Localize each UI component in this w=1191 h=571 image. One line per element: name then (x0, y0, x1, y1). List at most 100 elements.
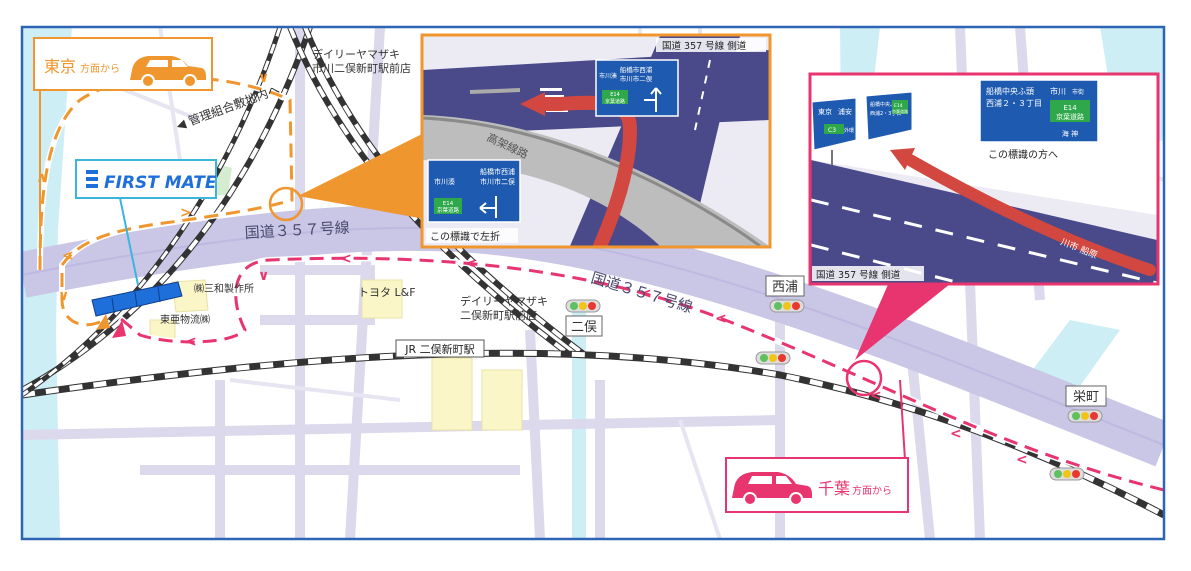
chiba-entry-arrow-icon (112, 320, 126, 338)
toa-label: 東亜物流㈱ (160, 313, 210, 326)
svg-text:市川湊: 市川湊 (599, 72, 617, 80)
inset-left-sign-big: 船橋市西浦 市川市二俣 市川湊 E14 京葉道路 (595, 59, 679, 117)
chiba-sign-point-marker (845, 359, 883, 397)
svg-text:<: < (950, 426, 962, 442)
traffic-light-nishiura-1 (769, 299, 805, 313)
svg-text:<: < (870, 388, 882, 404)
svg-text:西浦2・3丁目: 西浦2・3丁目 (870, 110, 901, 117)
daily-yamazaki-top-branch: 市川二俣新町駅前店 (312, 61, 411, 75)
svg-text:<: < (340, 251, 352, 267)
first-mate-building (91, 281, 183, 317)
svg-text:<: < (465, 256, 477, 272)
route-357-label-a: 国道３５７号線 (244, 219, 350, 242)
svg-text:∨: ∨ (258, 268, 269, 284)
traffic-light-sakaemachi-2 (1049, 467, 1085, 481)
svg-text:市川市二俣: 市川市二俣 (620, 74, 653, 83)
svg-text:京葉道路: 京葉道路 (892, 108, 908, 114)
tokyo-route (37, 73, 296, 328)
inset-right-sign-small-1: 東京 浦安 C3 外環 (811, 97, 857, 165)
inset-right-sign-main: 船橋中央ふ頭 市川 市街 西浦２・３丁目 E14 京葉道路 海 神 (979, 79, 1099, 143)
svg-text:東京: 東京 (818, 107, 832, 116)
svg-text:C3: C3 (828, 127, 836, 134)
sanwa-label: ㈱三和製作所 (194, 282, 254, 295)
svg-text:>: > (180, 205, 192, 221)
svg-text:浦安: 浦安 (838, 107, 852, 116)
svg-text:JR 二俣新町駅: JR 二俣新町駅 (404, 342, 474, 356)
tokyo-entry-arrow-icon (96, 314, 110, 330)
building-blocks (149, 279, 523, 431)
svg-text:E14: E14 (610, 92, 620, 98)
svg-text:<: < (715, 311, 727, 327)
svg-text:市川: 市川 (1050, 86, 1066, 96)
railway-jr (22, 349, 1164, 519)
chiba-car-icon (732, 472, 812, 506)
svg-text:E14: E14 (1063, 104, 1077, 112)
tokyo-origin-suffix: 方面から (80, 62, 120, 75)
first-mate-logo-icon (86, 170, 98, 188)
svg-text:船橋中央ふ頭: 船橋中央ふ頭 (986, 86, 1034, 96)
svg-text:船橋中央ふ頭: 船橋中央ふ頭 (870, 101, 900, 108)
svg-text:西浦: 西浦 (772, 280, 798, 295)
intersection-futamata: 二俣 (565, 315, 603, 337)
chiba-route-arrows: < < < < < < < ∨ < (185, 251, 1028, 468)
tokyo-origin-badge: 東京 方面から (33, 37, 213, 91)
tokyo-origin-place: 東京 (44, 57, 76, 76)
svg-text:京葉道路: 京葉道路 (1056, 112, 1084, 121)
svg-text:栄町: 栄町 (1073, 390, 1099, 405)
inset-right-sign-small-2: 船橋中央ふ頭 西浦2・3丁目 E14 京葉道路 (865, 91, 913, 141)
inset-left-sign-small: 船橋市西浦 市川市二俣 市川湊 E14 京葉道路 (427, 159, 521, 223)
svg-text:船橋市西浦: 船橋市西浦 (620, 65, 653, 74)
chiba-route (118, 255, 1164, 493)
inset-right-pointer (855, 280, 955, 360)
map-frame (20, 25, 1166, 541)
daily-yamazaki-top-name: デイリーヤマザキ (312, 47, 400, 61)
svg-text:E14: E14 (894, 103, 903, 109)
svg-text:E14: E14 (443, 201, 454, 207)
chiba-origin-place: 千葉 (818, 479, 850, 498)
chiba-badge-pointer (899, 379, 906, 461)
chiba-origin-suffix: 方面から (852, 484, 892, 497)
svg-text:<: < (62, 248, 74, 264)
traffic-light-nishiura-2 (755, 351, 791, 365)
first-mate-name: FIRST MATE (104, 173, 217, 193)
traffic-light-sakaemachi (1067, 409, 1103, 423)
tokyo-turn-point-marker (268, 186, 304, 222)
daily-yamazaki-mid-branch: 二俣新町駅前店 (460, 308, 537, 322)
inset-left: 船橋市西浦 市川市二俣 市川湊 E14 京葉道路 船橋市西浦 市川市二俣 市川湊… (420, 33, 772, 249)
brand-badge-pointer (119, 197, 139, 286)
svg-text:海 神: 海 神 (1062, 129, 1078, 138)
inset-left-caption: この標識で左折 (430, 230, 500, 243)
svg-text:∨: ∨ (258, 70, 269, 86)
svg-text:外環: 外環 (844, 127, 854, 134)
chiba-origin-badge: 千葉 方面から (725, 457, 909, 513)
svg-text:∨: ∨ (58, 288, 69, 304)
svg-text:<: < (185, 334, 197, 350)
jr-station-label: JR 二俣新町駅 (395, 339, 485, 358)
first-mate-badge: FIRST MATE (75, 159, 217, 199)
svg-text:市街: 市街 (1072, 88, 1084, 96)
minor-streets (22, 27, 1045, 539)
svg-text:<: < (640, 286, 652, 302)
inset-right: 川市 船原 東京 浦安 C3 外環 船橋中央ふ頭 西浦2・3丁目 E14 京葉道… (808, 72, 1160, 286)
inset-left-road-label: 国道 357 号線 側道 (662, 40, 747, 52)
svg-text:<: < (1016, 452, 1028, 468)
traffic-light-futamata (565, 299, 601, 313)
daily-yamazaki-mid-name: デイリーヤマザキ (460, 294, 548, 308)
svg-text:船橋市西浦: 船橋市西浦 (480, 167, 515, 176)
toyota-lf-label: トヨタ L&F (358, 286, 416, 299)
tokyo-car-icon (130, 56, 206, 88)
svg-text:市川市二俣: 市川市二俣 (480, 177, 515, 186)
inset-left-pointer (298, 130, 430, 220)
svg-text:∧: ∧ (36, 170, 47, 186)
svg-text:市川湊: 市川湊 (434, 177, 455, 186)
inset-right-road-label: 国道 357 号線 側道 (816, 269, 901, 281)
intersection-nishiura: 西浦 (765, 275, 805, 297)
svg-text:京葉道路: 京葉道路 (437, 206, 460, 214)
inset-right-caption: この標識の方へ (988, 148, 1058, 161)
svg-text:二俣: 二俣 (571, 320, 597, 335)
intersection-sakaemachi: 栄町 (1065, 385, 1107, 407)
svg-text:西浦２・３丁目: 西浦２・３丁目 (986, 98, 1042, 108)
svg-text:京葉道路: 京葉道路 (605, 98, 625, 105)
